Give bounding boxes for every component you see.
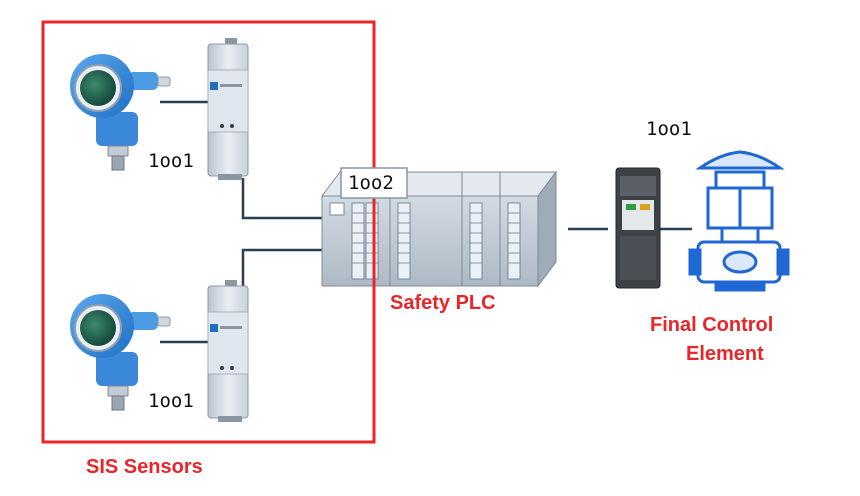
plc-arch-box (340, 167, 408, 199)
plc-architecture-label: 1oo2 (348, 172, 394, 194)
final-control-title-line1: Final Control (650, 314, 774, 336)
safety-plc-title: Safety PLC (390, 292, 496, 314)
isolator-top-icon (207, 38, 249, 180)
isolator-bottom-icon (207, 280, 249, 422)
control-valve-icon (688, 150, 790, 292)
final-architecture-label: 1oo1 (646, 118, 692, 140)
transmitter-bottom-icon (70, 294, 171, 411)
safety-plc-icon (321, 170, 557, 288)
sensor-bottom-architecture-label: 1oo1 (148, 390, 194, 412)
sensor-top-architecture-label: 1oo1 (148, 150, 194, 172)
sis-sensors-title: SIS Sensors (86, 456, 203, 478)
final-control-title-line2: Element (686, 343, 764, 365)
transmitter-top-icon (70, 54, 171, 171)
wiring (160, 100, 692, 344)
relay-module-icon (615, 167, 661, 289)
